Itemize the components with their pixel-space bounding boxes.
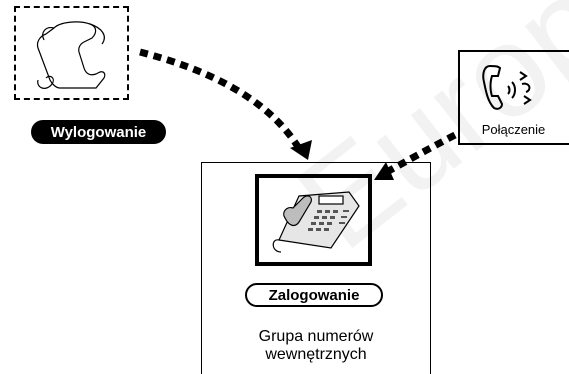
incoming-call-box <box>458 50 569 145</box>
arrow-call-to-group-head <box>374 162 394 180</box>
logout-label: Wylogowanie <box>31 120 166 144</box>
arrow-logout-to-group <box>139 48 304 152</box>
logged-out-phone-box <box>14 6 129 100</box>
incoming-call-label: Połączenie <box>481 122 546 137</box>
extension-group-box <box>201 162 431 374</box>
handset-phone-icon <box>36 21 106 89</box>
extension-group-label: Grupa numerów wewnętrznych <box>201 328 431 364</box>
desk-phone-icon <box>272 191 360 253</box>
extension-group-label-line1: Grupa numerów <box>258 328 374 345</box>
arrow-logout-to-group-head <box>290 140 312 160</box>
extension-group-label-line2: wewnętrznych <box>265 346 367 363</box>
arrow-call-to-group <box>383 131 457 177</box>
desk-phone-frame <box>255 174 372 266</box>
login-label: Zalogowanie <box>245 283 383 307</box>
ringing-handset-icon <box>482 64 532 110</box>
